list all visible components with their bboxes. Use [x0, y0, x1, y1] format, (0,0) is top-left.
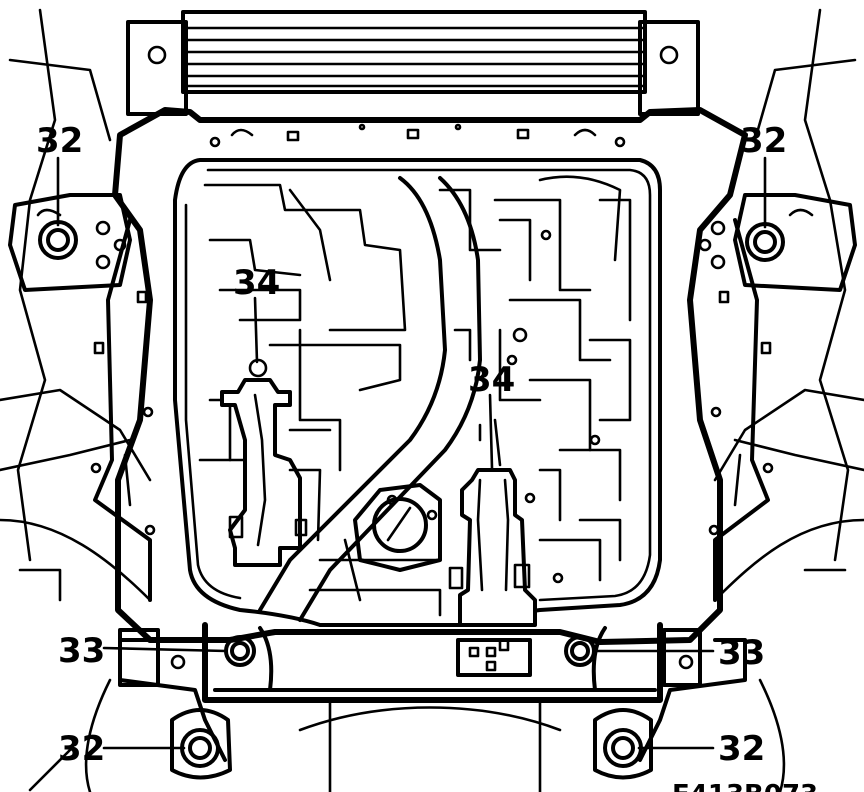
front-left-bushing [8, 193, 132, 292]
callout-32-front-right: 32 [740, 121, 787, 161]
callout-34-right-mount: 34 [468, 360, 515, 400]
engine-components [198, 175, 632, 617]
callout-33-right: 33 [718, 633, 765, 673]
rear-left-bushing [170, 708, 232, 780]
callout-32-rear-right: 32 [718, 729, 765, 769]
subframe-bolt-left [224, 635, 256, 667]
subframe-bolt-right [564, 635, 596, 667]
callout-34-left-mount: 34 [233, 263, 280, 303]
exhaust-flange [353, 483, 442, 572]
callout-32-rear-left: 32 [58, 729, 105, 769]
radiator [126, 10, 700, 116]
exhaust-pipe [258, 176, 482, 622]
rear-right-bushing [593, 708, 653, 780]
callout-32-front-left: 32 [36, 121, 83, 161]
engine-mount-right [448, 418, 537, 677]
engine-mount-left [220, 358, 322, 567]
callout-33-left: 33 [58, 631, 105, 671]
subframe [90, 107, 774, 762]
leader-lines [56, 156, 767, 750]
figure-id: E413B073 [672, 780, 818, 792]
